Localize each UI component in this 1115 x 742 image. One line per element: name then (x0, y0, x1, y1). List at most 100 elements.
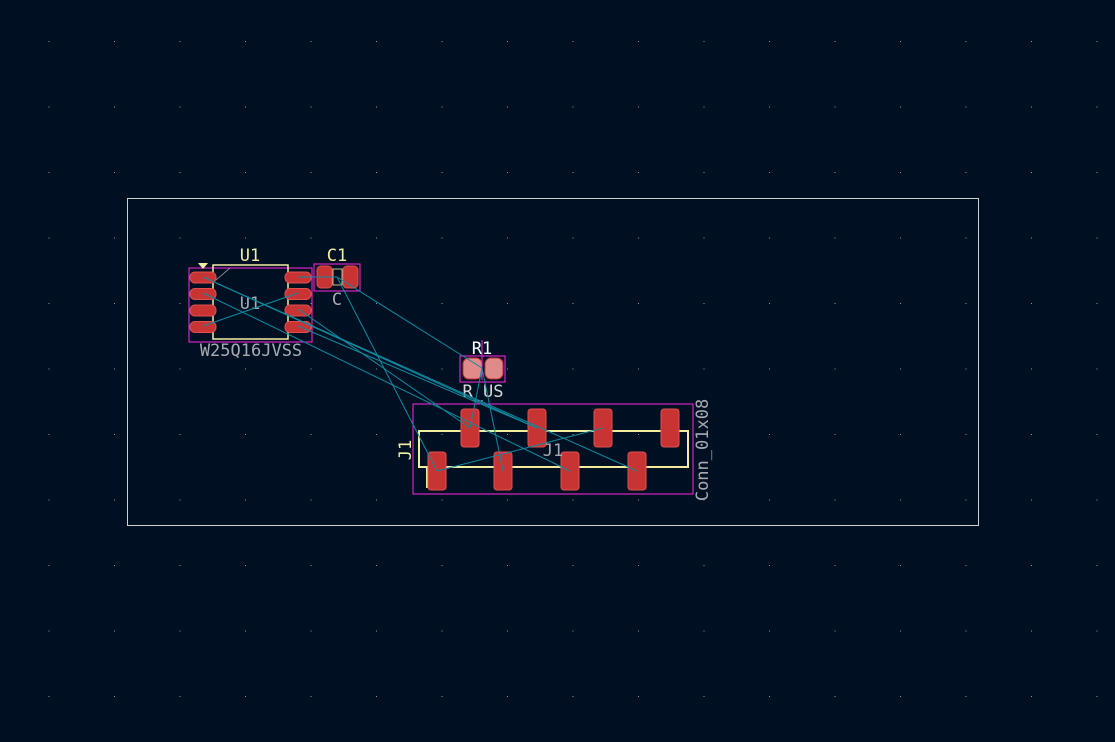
grid-dot (1096, 368, 1098, 370)
grid-dot (310, 630, 312, 632)
u1-pad[interactable] (284, 288, 312, 300)
grid-dot (310, 41, 312, 42)
grid-dot (376, 630, 377, 632)
j1-courtyard (412, 403, 694, 495)
grid-dot (310, 499, 312, 501)
grid-dot (769, 41, 770, 42)
grid-dot (114, 565, 115, 566)
grid-dot (245, 696, 246, 697)
grid-dot (179, 565, 181, 566)
grid-dot (179, 41, 181, 42)
grid-dot (48, 303, 50, 304)
grid-dot (507, 696, 508, 697)
grid-dot (179, 434, 181, 435)
footprint-r1[interactable]: R1 R_US (459, 339, 506, 402)
ratsnest-line (202, 292, 571, 472)
grid-dot (703, 630, 705, 632)
grid-dot (965, 106, 967, 108)
grid-dot (703, 303, 705, 304)
grid-dot (441, 696, 443, 697)
grid-dot (900, 106, 901, 108)
u1-fab-reference: U1 (240, 294, 260, 314)
grid-dot (376, 41, 377, 42)
grid-dot (245, 237, 246, 239)
r1-pad-1[interactable] (462, 357, 483, 380)
j1-pad[interactable] (660, 408, 680, 448)
grid-dot (245, 630, 246, 632)
u1-pad[interactable] (189, 288, 217, 300)
grid-dot (114, 106, 115, 108)
grid-dot (1031, 565, 1032, 566)
grid-dot (48, 237, 50, 239)
grid-dot (114, 696, 115, 697)
ratsnest-line (336, 276, 483, 369)
r1-pad-2[interactable] (484, 357, 504, 380)
footprint-j1[interactable]: J1 J1 Conn_01x08 (396, 399, 713, 501)
grid-dot (572, 499, 574, 501)
grid-dot (376, 565, 377, 566)
j1-reference: J1 (396, 440, 416, 460)
grid-dot (572, 696, 574, 697)
grid-dot (114, 499, 115, 501)
grid-dot (1096, 696, 1098, 697)
grid-dot (48, 368, 50, 370)
grid-dot (48, 434, 50, 435)
grid-dot (441, 434, 443, 435)
u1-pad[interactable] (284, 304, 312, 317)
grid-dot (245, 499, 246, 501)
grid-dot (114, 630, 115, 632)
grid-dot (245, 172, 246, 173)
grid-dot (572, 41, 574, 42)
grid-dot (114, 303, 115, 304)
grid-dot (900, 434, 901, 435)
ratsnest-line (202, 292, 299, 327)
grid-dot (48, 172, 50, 173)
grid-dot (441, 172, 443, 173)
grid-dot (703, 172, 705, 173)
grid-dot (572, 434, 574, 435)
grid-dot (900, 303, 901, 304)
grid-dot (834, 237, 836, 239)
j1-fab-reference: J1 (543, 441, 563, 461)
grid-dot (376, 303, 377, 304)
ratsnest-line (336, 276, 438, 472)
grid-dot (245, 303, 246, 304)
grid-dot (703, 499, 705, 501)
grid-dot (507, 41, 508, 42)
grid-dot (1031, 434, 1032, 435)
c1-value: C (332, 290, 342, 310)
grid-dot (441, 499, 443, 501)
grid-dot (834, 172, 836, 173)
ratsnest-line (481, 367, 504, 472)
grid-dot (703, 237, 705, 239)
grid-dot (1031, 172, 1032, 173)
u1-pad[interactable] (284, 321, 312, 333)
c1-reference: C1 (327, 246, 347, 266)
grid-dot (376, 106, 377, 108)
grid-dot (1031, 41, 1032, 42)
grid-dot (114, 237, 115, 239)
ratsnest-line (436, 427, 604, 472)
grid-dot (507, 630, 508, 632)
grid-dot (769, 434, 770, 435)
grid-dot (245, 434, 246, 435)
grid-dot (114, 41, 115, 42)
grid-dot (441, 630, 443, 632)
grid-dot (507, 237, 508, 239)
grid-dot (48, 41, 50, 42)
u1-pad[interactable] (189, 304, 217, 317)
grid-dot (572, 565, 574, 566)
grid-dot (638, 499, 639, 501)
footprint-u1[interactable]: U1 U1 W25Q16JVSS (188, 246, 313, 361)
grid-dot (1096, 106, 1098, 108)
grid-dot (245, 106, 246, 108)
grid-dot (376, 696, 377, 697)
r1-value: R_US (463, 382, 504, 402)
grid-dot (900, 630, 901, 632)
u1-reference: U1 (240, 246, 260, 266)
ratsnest-line (215, 282, 538, 429)
grid-dot (769, 630, 770, 632)
grid-dot (441, 237, 443, 239)
c1-pad-2[interactable] (342, 265, 359, 289)
